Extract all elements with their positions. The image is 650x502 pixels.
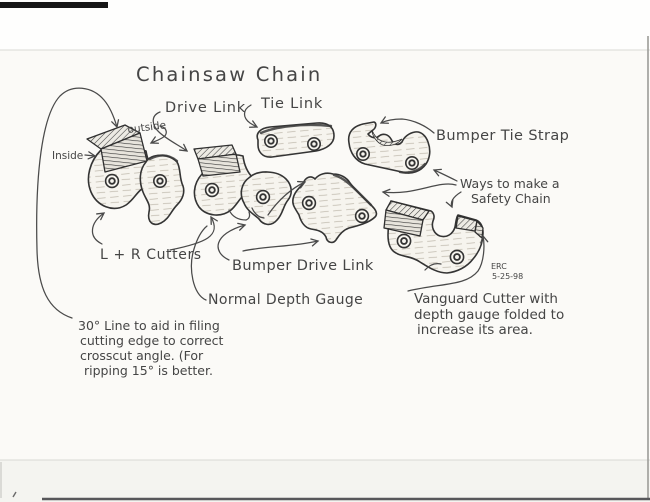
bumper-valley-hatch — [371, 129, 403, 147]
label-lr-cutters: L + R Cutters — [100, 247, 202, 263]
chain-assembly-drawing — [86, 124, 292, 226]
label-bumper-drive-link: Bumper Drive Link — [232, 258, 374, 274]
rivet — [404, 156, 419, 171]
signature-date: 5-25-98 — [492, 272, 523, 281]
rivet — [306, 137, 321, 152]
page-title: Chainsaw Chain — [136, 63, 322, 86]
vanguard-cutter-drawing — [383, 200, 484, 274]
tie-link-arrow — [243, 104, 259, 128]
drive-tang-line — [251, 207, 265, 219]
inside-arrow — [84, 151, 97, 160]
vanguard-heel-line — [424, 263, 442, 271]
drive-link-arrow — [152, 111, 189, 152]
rivet — [153, 174, 168, 189]
label-filing-line2: cutting edge to correct — [80, 333, 224, 348]
rivet — [396, 233, 412, 249]
chain-drive-link-drawing — [139, 154, 185, 226]
rivet — [263, 134, 278, 149]
label-inside: Inside — [52, 150, 83, 162]
normal-depth-gauge-leader — [190, 225, 208, 301]
scan-speck — [12, 491, 17, 498]
label-filing-line3: crosscut angle. (For — [80, 348, 204, 363]
vanguard-cutter-arrow — [407, 234, 489, 292]
scan-bottom-band — [0, 460, 650, 502]
safety-chain-arrow-3 — [445, 191, 462, 209]
label-vanguard-line2: depth gauge folded to — [414, 307, 564, 323]
vanguard-side-plate — [383, 209, 424, 237]
leader-arrows — [36, 87, 489, 319]
safety-chain-arrow-1 — [432, 168, 458, 182]
rivet — [354, 208, 370, 224]
rivet — [255, 189, 271, 205]
label-filing-line1: 30° Line to aid in filing — [78, 318, 220, 333]
safety-chain-arrow-2 — [381, 183, 457, 197]
label-filing-line4: ripping 15° is better. — [84, 363, 213, 378]
left-cutter-drawing — [86, 124, 157, 210]
scan-top-band — [0, 0, 650, 50]
lr-cutters-arrow-right — [169, 215, 218, 251]
label-outside: outside — [127, 119, 167, 136]
rivet — [204, 182, 220, 198]
bumper-drive-link-arrow-2 — [242, 238, 320, 252]
bumper-drive-link-arrow-3 — [267, 180, 307, 216]
labels: Drive Link Tie Link Bumper Tie Strap out… — [52, 96, 569, 378]
label-vanguard-line3: increase its area. — [417, 322, 533, 338]
label-drive-link: Drive Link — [165, 100, 246, 116]
bumper-tie-strap-arrow — [379, 116, 435, 134]
cutter-heel-line — [228, 209, 251, 221]
folded-depth-gauge-top — [455, 215, 478, 232]
rivet — [104, 173, 120, 189]
rivet — [301, 195, 317, 211]
scan-black-bar — [0, 2, 108, 8]
bumper-tie-strap-drawing — [347, 121, 431, 174]
right-cutter-side-plate — [197, 153, 241, 177]
rivet — [449, 249, 465, 265]
label-safety-line2: Safety Chain — [471, 191, 551, 206]
rivet — [355, 147, 370, 162]
tie-link-drawing — [256, 122, 335, 158]
bumper-drive-link-drawing — [292, 172, 378, 244]
outside-arrow — [149, 125, 167, 144]
label-tie-link: Tie Link — [260, 96, 323, 112]
bumper-drive-link-arrow-1 — [217, 222, 247, 261]
label-vanguard-line1: Vanguard Cutter with — [414, 291, 558, 307]
right-cutter-drawing — [193, 144, 256, 221]
chain-tie-strap-drawing — [240, 171, 292, 226]
label-normal-depth-gauge: Normal Depth Gauge — [208, 292, 363, 308]
label-safety-line1: Ways to make a — [460, 176, 560, 191]
lr-cutters-arrow-left — [91, 212, 106, 245]
filing-angle-arrow — [36, 87, 120, 319]
label-bumper-tie-strap: Bumper Tie Strap — [436, 128, 569, 144]
signature-initials: ERC — [491, 262, 507, 271]
